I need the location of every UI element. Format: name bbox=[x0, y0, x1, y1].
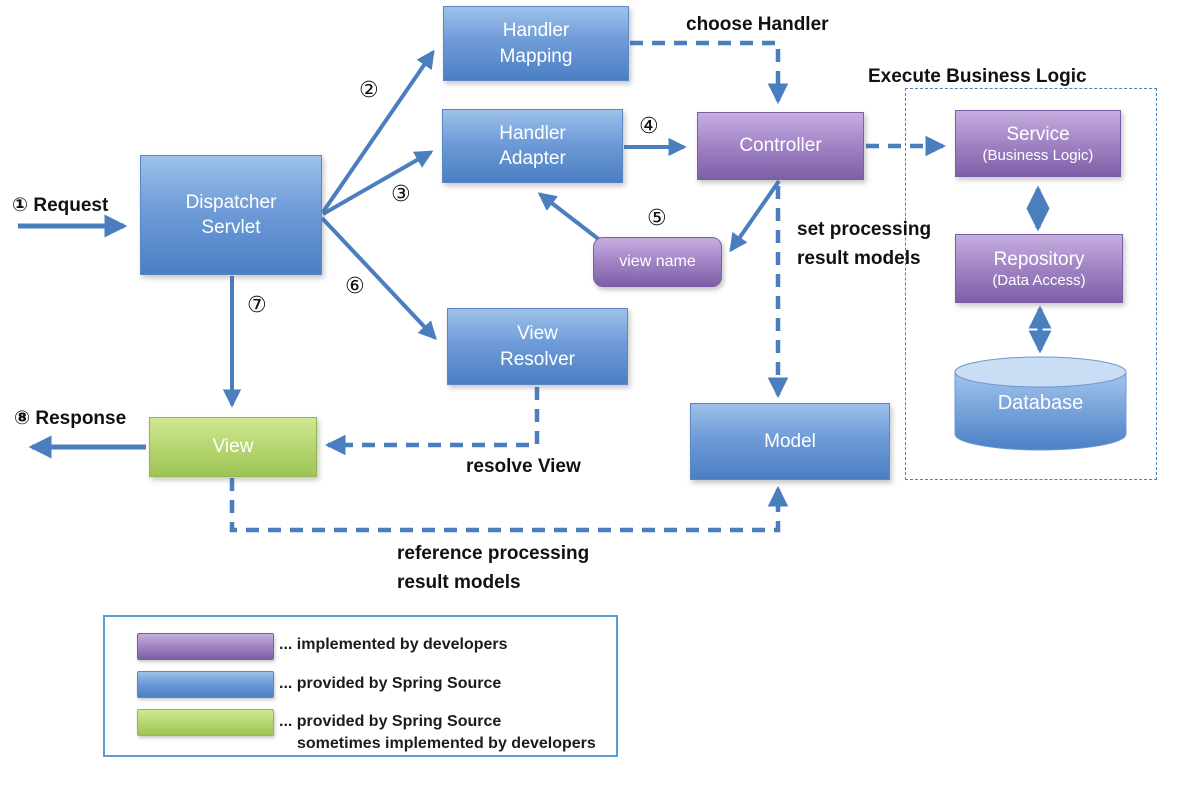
node-database: Database bbox=[954, 356, 1127, 452]
node-handler-adapter: Handler Adapter bbox=[442, 109, 623, 183]
handler-mapping-label: Handler Mapping bbox=[499, 20, 573, 67]
legend-text-provided-green: ... provided by Spring Source bbox=[279, 713, 502, 730]
service-subtitle: (Business Logic) bbox=[982, 147, 1094, 165]
arrow-view-name-to-adapter bbox=[537, 192, 603, 243]
database-label: Database bbox=[997, 392, 1084, 414]
node-dispatcher-servlet: Dispatcher Servlet bbox=[140, 155, 322, 275]
step1-request-label: ① Request bbox=[12, 195, 109, 216]
execute-business-logic-title: Execute Business Logic bbox=[868, 66, 1087, 87]
step4-badge: ④ bbox=[639, 113, 659, 138]
node-handler-mapping: Handler Mapping bbox=[443, 6, 629, 81]
node-model: Model bbox=[690, 403, 890, 480]
node-view: View bbox=[149, 417, 317, 477]
model-label: Model bbox=[764, 430, 816, 452]
legend-text-provided: ... provided by Spring Source bbox=[279, 675, 502, 692]
arrow-resolver-to-view bbox=[324, 387, 540, 456]
repository-label: Repository bbox=[993, 248, 1085, 270]
legend-swatch-purple bbox=[137, 633, 274, 660]
repository-subtitle: (Data Access) bbox=[992, 272, 1086, 290]
arrow-step2-to-handler-mapping bbox=[321, 49, 435, 214]
legend: ... implemented by developers ... provid… bbox=[103, 615, 618, 757]
execute-business-logic-frame bbox=[905, 88, 1157, 480]
arrow-step5-controller-to-view-name bbox=[729, 179, 781, 253]
view-name-label: view name bbox=[619, 253, 696, 271]
reference-models-annotation: reference processing result models bbox=[397, 543, 590, 593]
step2-badge: ② bbox=[359, 77, 379, 102]
controller-label: Controller bbox=[739, 135, 822, 157]
arrow-step3-to-handler-adapter bbox=[322, 150, 434, 216]
step6-badge: ⑥ bbox=[345, 273, 365, 298]
service-label: Service bbox=[1006, 123, 1070, 145]
legend-text-implemented: ... implemented by developers bbox=[279, 636, 508, 653]
legend-swatch-green bbox=[137, 709, 274, 736]
node-controller: Controller bbox=[697, 112, 864, 180]
arrow-choose-handler bbox=[630, 40, 789, 105]
view-resolver-label: View Resolver bbox=[500, 323, 575, 370]
step5-badge: ⑤ bbox=[647, 205, 667, 230]
arrow-view-reference-model bbox=[229, 478, 789, 533]
node-view-name: view name bbox=[593, 237, 722, 287]
step7-badge: ⑦ bbox=[247, 292, 267, 317]
database-cylinder-icon bbox=[954, 356, 1127, 451]
node-repository: Repository (Data Access) bbox=[955, 234, 1123, 303]
resolve-view-annotation: resolve View bbox=[466, 456, 581, 477]
node-service: Service (Business Logic) bbox=[955, 110, 1121, 177]
view-label: View bbox=[212, 436, 254, 458]
step3-badge: ③ bbox=[391, 181, 411, 206]
dispatcher-servlet-label: Dispatcher Servlet bbox=[185, 191, 277, 238]
step8-response-label: ⑧ Response bbox=[14, 408, 127, 429]
handler-adapter-label: Handler Adapter bbox=[499, 122, 566, 169]
node-view-resolver: View Resolver bbox=[447, 308, 628, 385]
choose-handler-annotation: choose Handler bbox=[686, 14, 829, 35]
legend-swatch-blue bbox=[137, 671, 274, 698]
arrow-step6-to-view-resolver bbox=[320, 216, 437, 341]
set-processing-annotation: set processing result models bbox=[797, 219, 932, 269]
legend-text-sometimes: sometimes implemented by developers bbox=[297, 735, 596, 752]
